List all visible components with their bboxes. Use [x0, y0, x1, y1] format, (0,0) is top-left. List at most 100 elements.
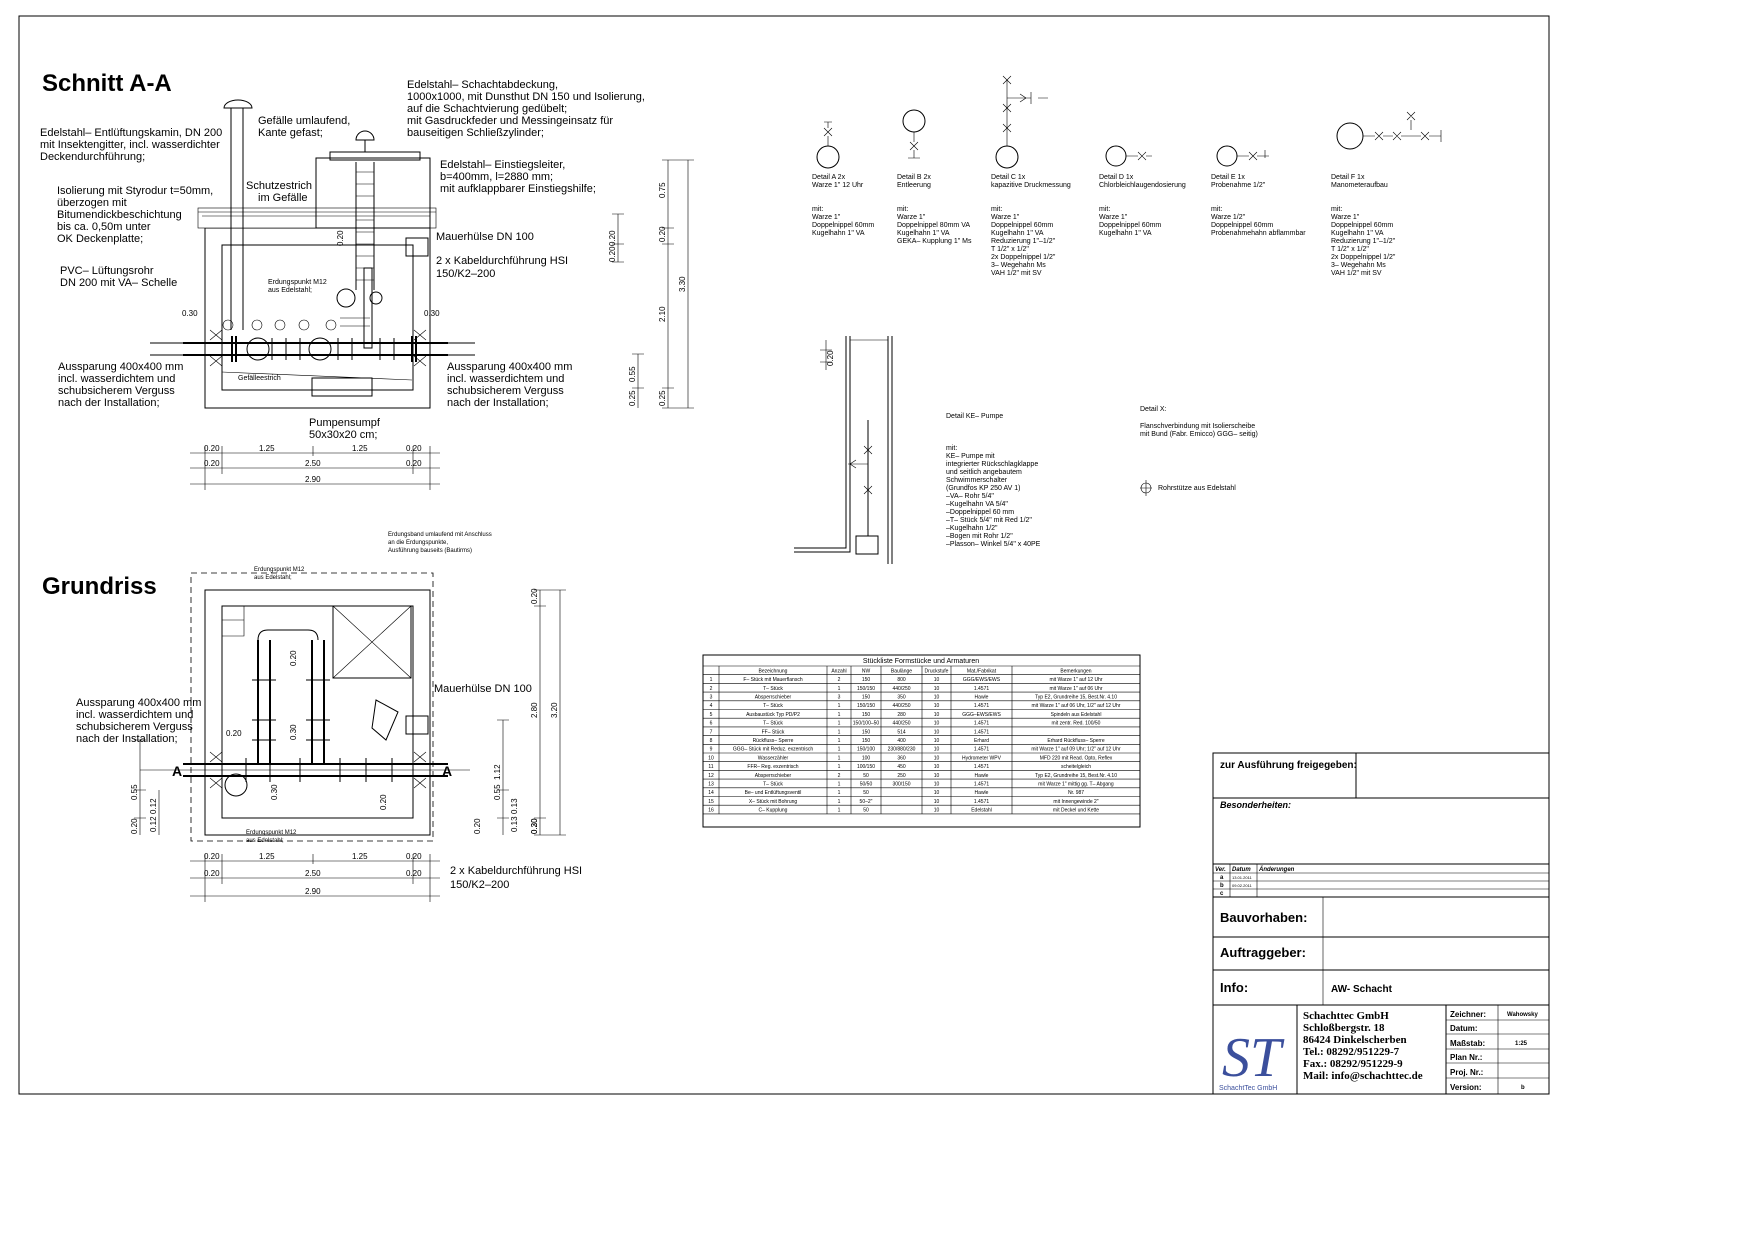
svg-text:b: b	[1521, 1085, 1525, 1091]
svg-text:3.30: 3.30	[678, 276, 687, 292]
note-slope: Gefälle umlaufend, Kante gefast;	[258, 115, 353, 139]
svg-text:Plan Nr.:: Plan Nr.:	[1450, 1053, 1482, 1062]
note-pvc-vent: PVC– Lüftungsrohr DN 200 mit VA– Schelle	[60, 265, 177, 289]
bom-cell: GGG– Stück mit Reduz. exzentrisch	[733, 747, 814, 753]
note-recess-left: Aussparung 400x400 mm incl. wasserdichte…	[58, 361, 186, 409]
detail-texts: Detail A 2x Warze 1" 12 Uhr mit: Warze 1…	[812, 174, 1396, 277]
note-recess-right: Aussparung 400x400 mm incl. wasserdichte…	[447, 361, 575, 409]
bom-cell: 2	[710, 686, 713, 692]
bom-cell: 10	[934, 738, 940, 744]
svg-text:13.01.2011: 13.01.2011	[1232, 875, 1252, 880]
bom-cell: 1.4571	[974, 782, 990, 788]
bom-cell: Nr. 987	[1068, 790, 1084, 796]
svg-text:Version:: Version:	[1450, 1083, 1482, 1092]
note-vent-chimney: Edelstahl– Entlüftungskamin, DN 200 mit …	[40, 127, 225, 163]
svg-text:0.20: 0.20	[336, 230, 345, 246]
section-mark-right: A	[442, 763, 452, 779]
bom-cell: 1	[838, 799, 841, 805]
bom-cell: T– Stück	[763, 703, 783, 709]
bom-cell: 1.4571	[974, 686, 990, 692]
svg-text:09.02.2011: 09.02.2011	[1232, 883, 1252, 888]
svg-text:Ver.: Ver.	[1215, 867, 1226, 873]
svg-text:1:25: 1:25	[1515, 1041, 1528, 1047]
bom-cell: 440/250	[892, 703, 910, 709]
bom-cell: T– Stück	[763, 686, 783, 692]
bom-cell: Hawle	[975, 790, 989, 796]
vent-chimney-icon	[223, 99, 253, 330]
bom-cell: Wasserzähler	[758, 755, 789, 761]
svg-text:0.20: 0.20	[204, 869, 220, 878]
bom-cell: 10	[934, 808, 940, 814]
svg-text:0.20: 0.20	[289, 650, 298, 666]
bom-cell: mit Warze 1" auf 06 Uhr	[1050, 686, 1103, 692]
bom-cell: Edelstahl	[971, 808, 992, 814]
bom-cell: 230/880/230	[888, 747, 916, 753]
release-label: zur Ausführung freigegeben:	[1220, 760, 1357, 771]
section-title: Schnitt A-A	[42, 70, 172, 97]
bom-cell: Rückfluss– Sperre	[753, 738, 794, 744]
info-value: AW- Schacht	[1331, 984, 1393, 995]
svg-text:0.55: 0.55	[130, 784, 139, 800]
bom-cell: 12	[708, 773, 714, 779]
bom-cell: 150/150	[857, 703, 875, 709]
bom-cell: 50	[863, 808, 869, 814]
bom-cell: T– Stück	[763, 782, 783, 788]
bom-cell: 100/150	[857, 764, 875, 770]
bom-cell: Be– und Entlüftungsventil	[745, 790, 802, 796]
bom-cell: Hawle	[975, 773, 989, 779]
svg-text:0.25: 0.25	[658, 390, 667, 406]
bom-cell: scheitelgleich	[1061, 764, 1091, 770]
plan-title: Grundriss	[42, 573, 157, 600]
bom-cell: Ausbaustück Typ PD/P2	[746, 712, 800, 718]
bom-cell: 1	[838, 729, 841, 735]
bom-cell: 150	[862, 712, 871, 718]
note-plan-earth-point-bottom: Erdungspunkt M12 aus Edelstahl;	[246, 830, 298, 844]
section-vertical-dimensions: 0.20 0.20 0.75 0.20 2.10 3.30 0.55 0.25 …	[182, 159, 694, 409]
svg-text:Wahowsky: Wahowsky	[1507, 1012, 1538, 1018]
detail-ke-text: mit: KE– Pumpe mit integrierter Rückschl…	[946, 445, 1041, 548]
svg-text:0.30: 0.30	[289, 724, 298, 740]
note-pump-sump: Pumpensumpf 50x30x20 cm;	[309, 417, 383, 441]
svg-text:0.20: 0.20	[658, 226, 667, 242]
bom-cell: MFD 220 mit Read. Opto, Reflex	[1040, 755, 1113, 761]
bom-cell: GGG–EWS/EWS	[962, 712, 1001, 718]
bom-cell: C– Kupplung	[759, 808, 788, 814]
bom-cell: 10	[934, 755, 940, 761]
bom-cell: 1	[838, 738, 841, 744]
bom-cell: 1.4571	[974, 729, 990, 735]
svg-text:0.30: 0.30	[182, 309, 198, 318]
bom-cell: 4	[710, 703, 713, 709]
detail-d-text: Detail D 1x Chlorbleichlaugendosierung m…	[1099, 174, 1188, 237]
svg-text:0.20: 0.20	[130, 818, 139, 834]
svg-text:0.20: 0.20	[406, 869, 422, 878]
detail-x-text: Flanschverbindung mit Isolierscheibe mit…	[1140, 423, 1258, 438]
bom-cell: 10	[934, 695, 940, 701]
bom-cell: 3	[710, 695, 713, 701]
svg-text:c: c	[1220, 891, 1224, 897]
bom-cell: FFR– Reg. exzentrisch	[747, 764, 798, 770]
bom-cell: 1.4571	[974, 799, 990, 805]
bom-header-cell: Bezeichnung	[759, 668, 788, 674]
client-label: Auftraggeber:	[1220, 945, 1306, 960]
bom-cell: FF– Stück	[762, 729, 785, 735]
bom-cell: 2	[838, 677, 841, 683]
detail-symbols	[816, 75, 1442, 169]
bom-cell: 400	[897, 738, 906, 744]
bom-cell: 250	[897, 773, 906, 779]
bom-cell: 150/100	[857, 747, 875, 753]
bom-cell: 50–2"	[860, 799, 873, 805]
bom-cell: mit zentr. Red. 100/50	[1052, 721, 1101, 727]
bom-cell: 1	[838, 808, 841, 814]
svg-text:Änderungen: Änderungen	[1258, 866, 1295, 873]
detail-x: Detail X: Flanschverbindung mit Isoliers…	[1140, 406, 1258, 496]
note-plan-wall-sleeve: Mauerhülse DN 100	[434, 683, 532, 695]
svg-text:0.13: 0.13	[510, 798, 519, 814]
bom-cell: 1	[838, 764, 841, 770]
svg-text:0.20: 0.20	[204, 459, 220, 468]
bom-cell: 6	[710, 721, 713, 727]
bom-cell: 9	[710, 747, 713, 753]
svg-text:0.30: 0.30	[424, 309, 440, 318]
svg-text:0.55: 0.55	[493, 784, 502, 800]
bom-cell: 360	[897, 755, 906, 761]
bom-cell: 11	[708, 764, 713, 770]
